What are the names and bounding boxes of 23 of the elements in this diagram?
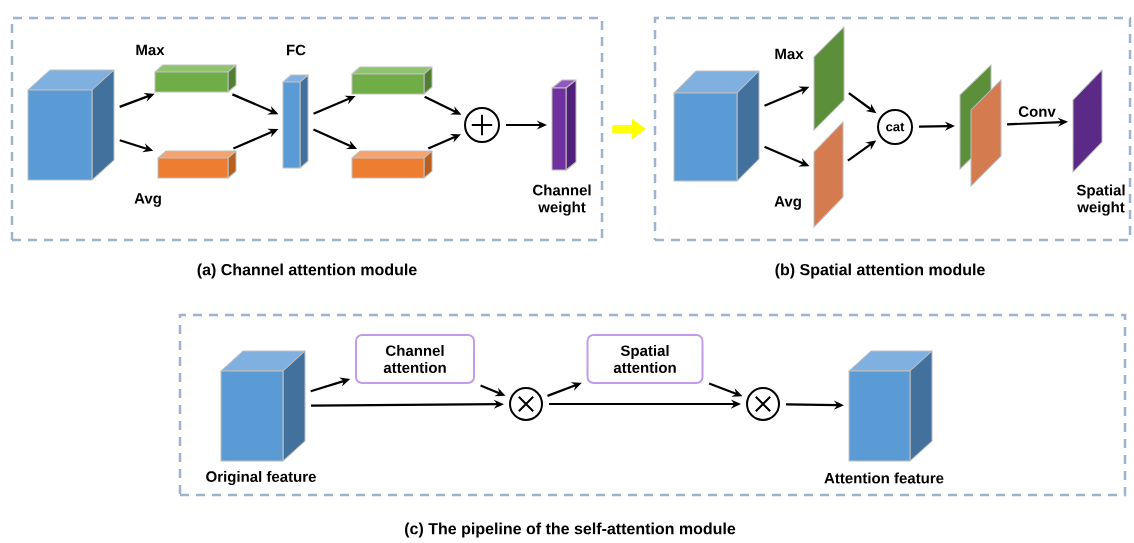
process-box: Spatial attention (586, 334, 704, 384)
panel-caption: (c) The pipeline of the self-attention module (405, 522, 736, 538)
node-label: Avg (774, 196, 801, 210)
panel-caption: (a) Channel attention module (197, 263, 417, 279)
cube-drawing (673, 70, 760, 182)
process-box: Channel attention (355, 334, 475, 384)
stacked-planes-drawing (959, 64, 1002, 187)
panel-caption: (b) Spatial attention module (775, 263, 985, 279)
node-label: Max (136, 44, 165, 56)
multiply-symbol (746, 387, 780, 421)
node-label: Attention feature (824, 472, 944, 484)
cube-drawing (27, 69, 115, 181)
edge-label: Conv (1017, 105, 1057, 118)
node-label: FC (287, 44, 306, 56)
multiply-symbol (509, 387, 543, 421)
node-label: Avg (134, 193, 161, 207)
bar-drawing (351, 150, 433, 179)
node-label: Max (775, 48, 804, 60)
plus-symbol (464, 107, 500, 143)
node-label: Spatial weight (1076, 184, 1125, 216)
node-label: Channel weight (533, 184, 591, 216)
node-label: Original feature (206, 471, 316, 486)
bar-drawing (351, 66, 433, 95)
